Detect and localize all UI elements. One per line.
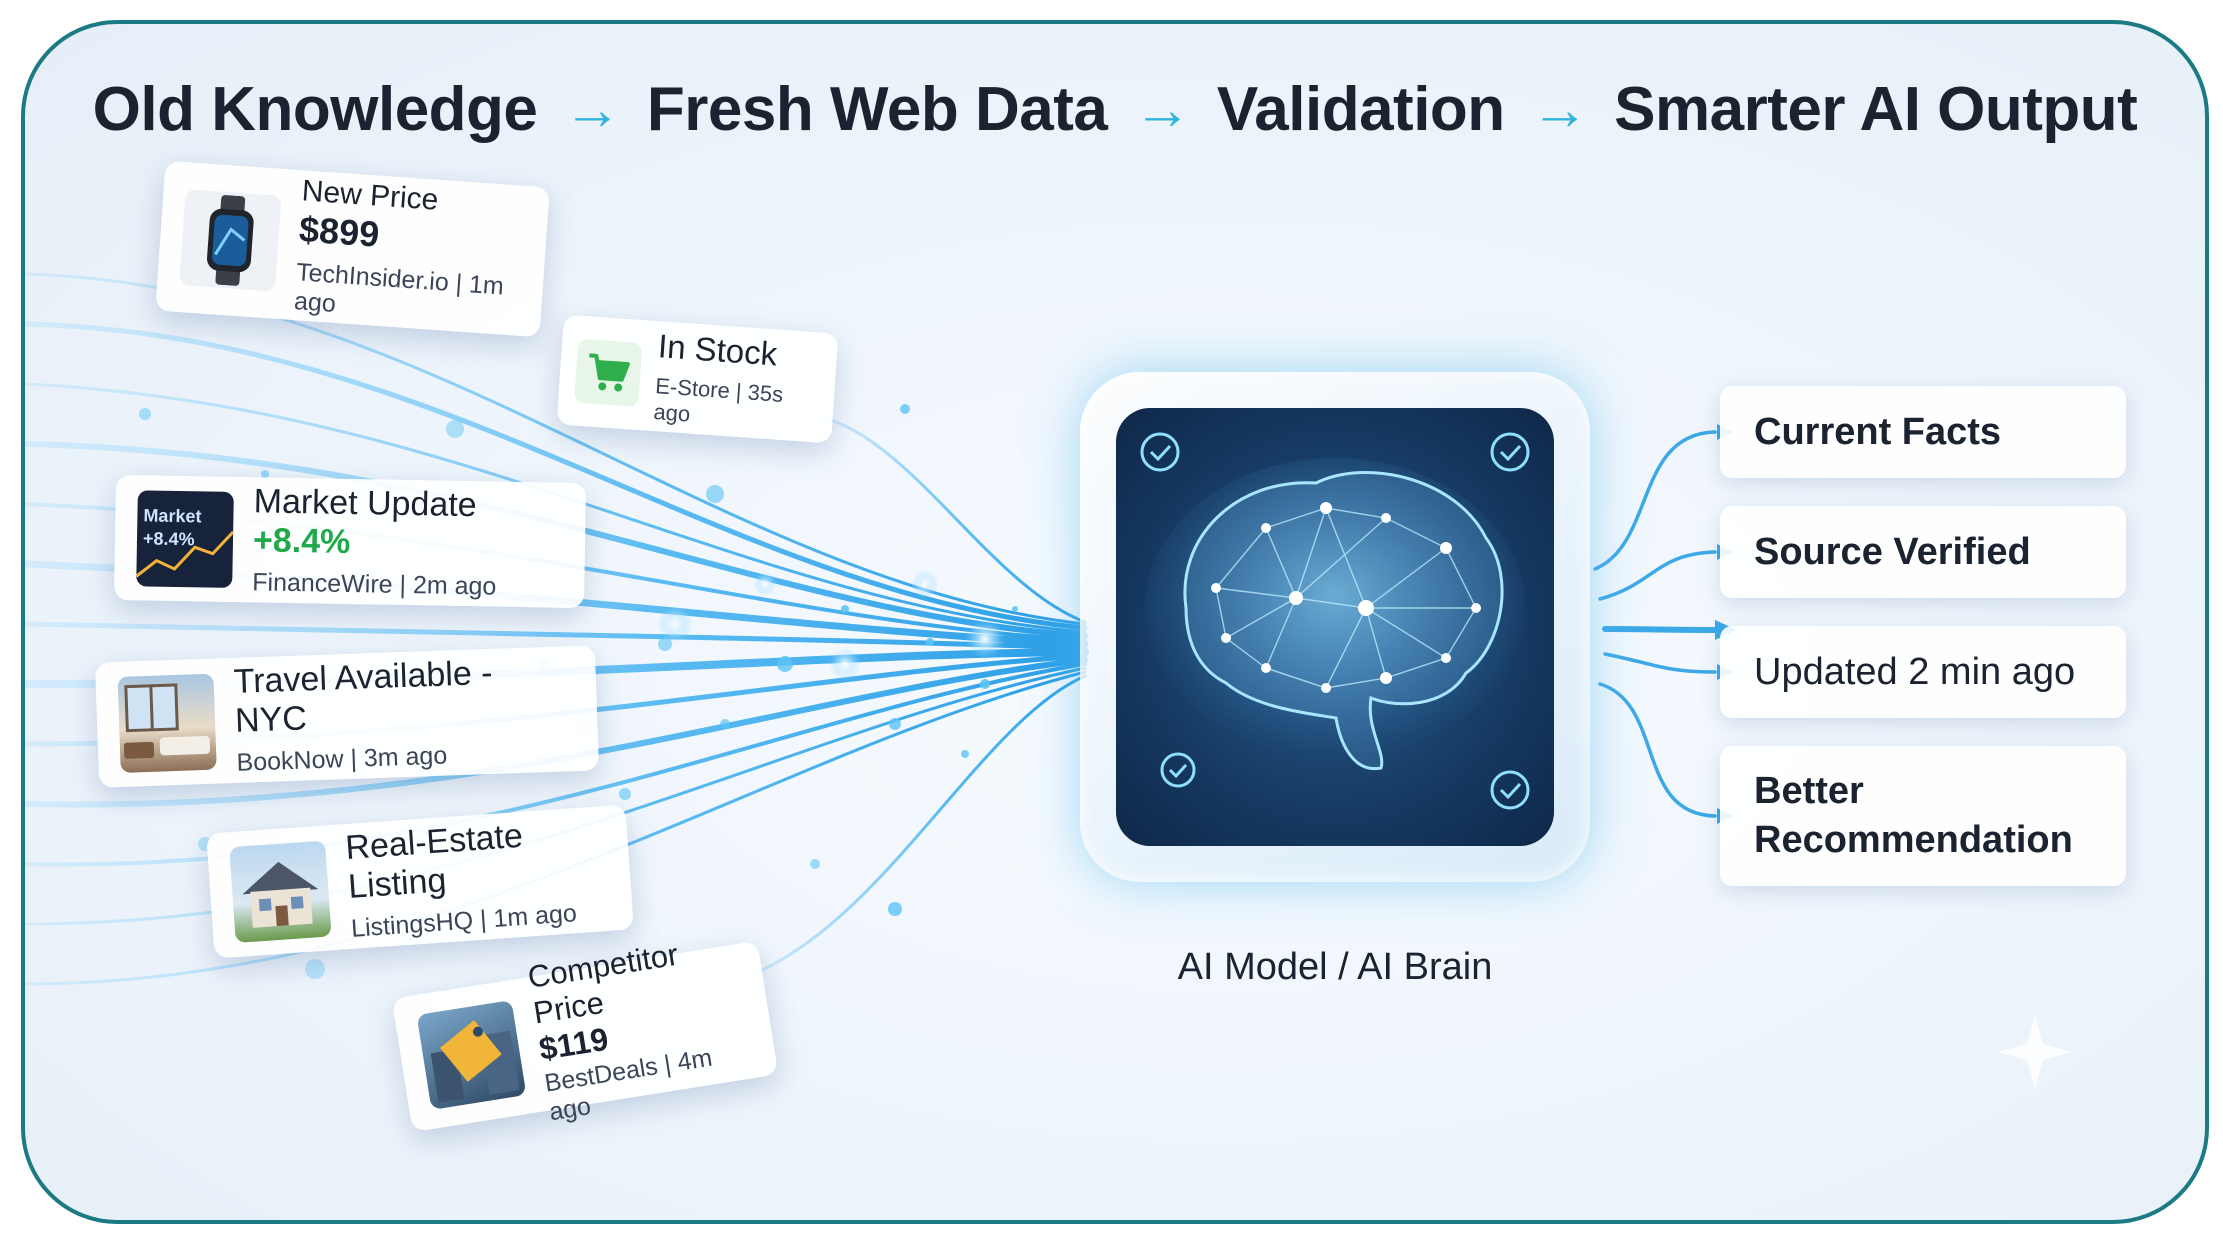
- source-title: Real-Estate Listing: [344, 816, 525, 906]
- source-title-text: Market Update: [253, 482, 477, 525]
- source-card-travel: Travel Available - NYC BookNow | 3m ago: [94, 645, 600, 788]
- arrow-icon: →: [563, 77, 621, 142]
- shopping-cart-icon: [574, 338, 643, 407]
- neural-brain-icon: [1116, 408, 1554, 846]
- arrow-icon: →: [1530, 77, 1589, 142]
- house-icon: [229, 840, 332, 943]
- step-smarter-ai-output: Smarter AI Output: [1614, 75, 2138, 144]
- diagram-frame: Old Knowledge → Fresh Web Data → Validat…: [21, 20, 2209, 1224]
- ai-brain-label: AI Model / AI Brain: [1177, 946, 1493, 988]
- source-card-new-price: New Price $899 TechInsider.io | 1m ago: [155, 160, 550, 338]
- hotel-room-icon: [117, 673, 217, 773]
- source-title: Travel Available - NYC: [233, 653, 494, 740]
- source-meta: TechInsider.io | 1m ago: [293, 258, 505, 319]
- source-card-competitor-price: Competitor Price $119 BestDeals | 4m ago: [391, 937, 779, 1133]
- output-source-verified: Source Verified: [1720, 506, 2126, 598]
- source-card-real-estate: Real-Estate Listing ListingsHQ | 1m ago: [206, 804, 634, 959]
- step-validation: Validation: [1216, 75, 1505, 144]
- source-title: Market Update +8.4%: [253, 482, 564, 566]
- step-fresh-web-data: Fresh Web Data: [646, 75, 1108, 144]
- arrow-icon: →: [1133, 77, 1191, 142]
- smartwatch-icon: [179, 189, 282, 292]
- source-meta: BookNow | 3m ago: [236, 741, 448, 777]
- process-title: Old Knowledge → Fresh Web Data → Validat…: [25, 74, 2205, 145]
- source-card-in-stock: In Stock E-Store | 35s ago: [556, 314, 839, 444]
- sparkle-icon: [1997, 1014, 2073, 1090]
- source-card-market-update: Market +8.4% Market Update +8.4% Finance…: [113, 474, 587, 609]
- price-tag-icon: [416, 999, 527, 1110]
- output-better-recommendation: Better Recommendation: [1720, 746, 2126, 886]
- source-title: In Stock: [656, 327, 779, 373]
- source-change: +8.4%: [252, 521, 351, 562]
- step-old-knowledge: Old Knowledge: [92, 75, 538, 144]
- source-meta: FinanceWire | 2m ago: [252, 568, 497, 601]
- output-updated: Updated 2 min ago: [1720, 626, 2126, 718]
- ai-brain-box: [1080, 372, 1590, 882]
- source-meta: E-Store | 35s ago: [652, 373, 785, 427]
- output-current-facts: Current Facts: [1720, 386, 2126, 478]
- market-chart-icon: Market +8.4%: [136, 489, 234, 588]
